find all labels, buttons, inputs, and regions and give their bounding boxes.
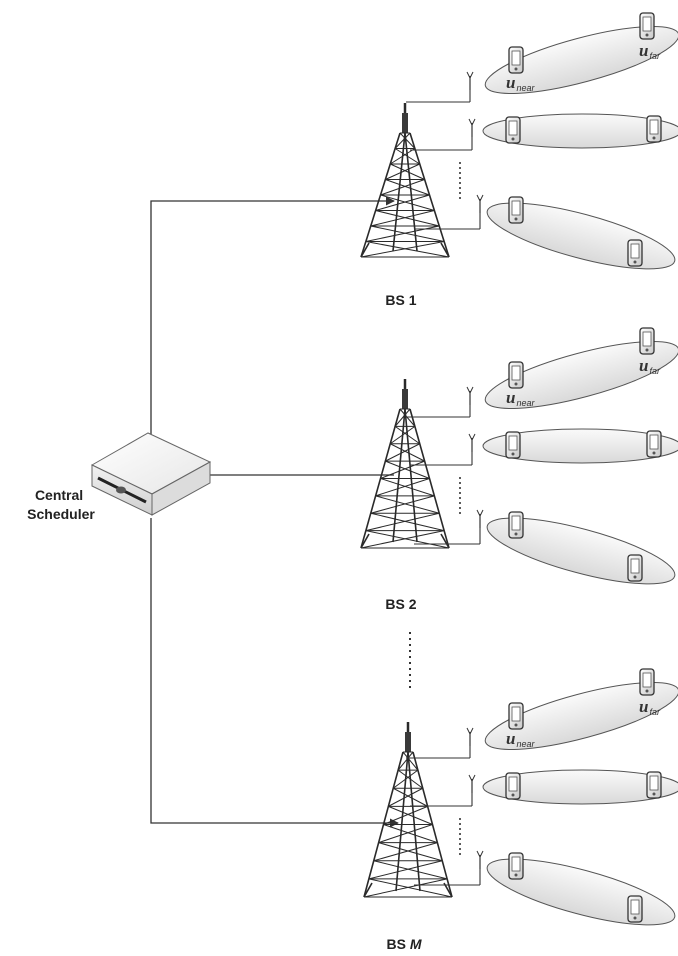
user-group-ellipse <box>484 26 678 94</box>
antenna-icon <box>468 433 476 452</box>
phone-icon <box>646 771 662 799</box>
user-cluster: unear ufar <box>406 12 678 270</box>
phone-icon <box>627 239 643 267</box>
tower-icon <box>363 722 453 898</box>
phone-icon <box>508 361 524 389</box>
u-near-label: unear <box>506 73 535 93</box>
phone-icon <box>505 431 521 459</box>
antenna-icon <box>466 386 474 405</box>
phone-icon <box>646 430 662 458</box>
user-group-ellipse <box>482 113 678 149</box>
phone-icon <box>646 115 662 143</box>
user-group-ellipse <box>484 341 678 409</box>
phone-icon <box>627 895 643 923</box>
phone-icon <box>639 668 655 696</box>
central-scheduler-device <box>90 432 212 516</box>
user-group-ellipse <box>484 682 678 750</box>
antenna-icon <box>476 509 484 528</box>
user-cluster: unear ufar <box>406 668 678 926</box>
phone-icon <box>639 12 655 40</box>
bs-label: BS 1 <box>385 292 416 308</box>
user-cluster: unear ufar <box>406 327 678 585</box>
user-group-ellipse <box>482 769 678 805</box>
phone-icon <box>508 511 524 539</box>
scheduler-label: Central Scheduler <box>27 487 95 522</box>
bs-label: BS 2 <box>385 596 416 612</box>
phone-icon <box>627 554 643 582</box>
tower-icon <box>360 103 450 258</box>
user-group-ellipse <box>482 428 678 464</box>
link-to-bs-1 <box>150 196 395 440</box>
phone-icon <box>505 772 521 800</box>
phone-icon <box>505 116 521 144</box>
antenna-icon <box>476 850 484 869</box>
base-stations: unear ufar BS 1 unear ufar BS 2 unear ufar BS M <box>360 12 678 952</box>
link-to-bs-m <box>150 518 399 828</box>
phone-icon <box>508 702 524 730</box>
u-near-label: unear <box>506 388 535 408</box>
base-station-3: unear ufar BS M <box>363 668 678 952</box>
base-station-2: unear ufar BS 2 <box>360 327 678 612</box>
u-far-label: ufar <box>639 356 661 376</box>
bs-label: BS M <box>386 936 421 952</box>
antenna-icon <box>466 71 474 90</box>
antenna-icon <box>476 194 484 213</box>
phone-icon <box>508 46 524 74</box>
phone-icon <box>508 852 524 880</box>
u-far-label: ufar <box>639 41 661 61</box>
scheduler-links <box>150 196 399 828</box>
antenna-icon <box>468 774 476 793</box>
u-far-label: ufar <box>639 697 661 717</box>
phone-icon <box>508 196 524 224</box>
tower-icon <box>360 379 450 549</box>
phone-icon <box>639 327 655 355</box>
antenna-icon <box>466 727 474 746</box>
antenna-icon <box>468 118 476 137</box>
base-station-1: unear ufar BS 1 <box>360 12 678 308</box>
u-near-label: unear <box>506 729 535 749</box>
